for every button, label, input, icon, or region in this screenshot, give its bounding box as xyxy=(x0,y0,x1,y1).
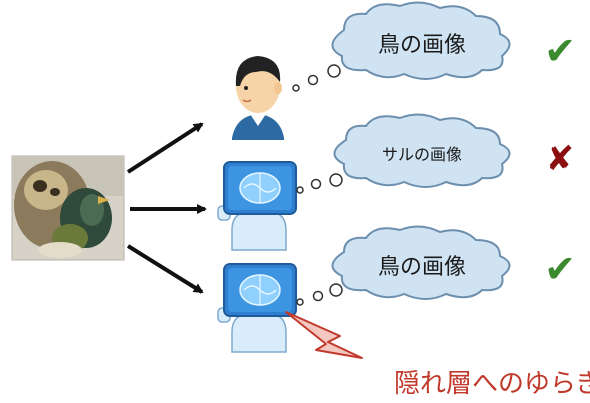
cross-mark-icon: ✘ xyxy=(546,139,575,179)
check-mark-icon-2: ✔ xyxy=(544,247,576,291)
bubble-text-3: 鳥の画像 xyxy=(378,255,466,280)
input-photo xyxy=(11,155,125,261)
thought-dots-1 xyxy=(292,64,341,92)
lightning-bolt-icon xyxy=(285,311,363,359)
bubble-text-1: 鳥の画像 xyxy=(378,33,466,58)
person-icon xyxy=(232,56,284,140)
thought-bubble-3: 鳥の画像 xyxy=(331,225,511,300)
perturbation-caption: 隠れ層へのゆらぎ xyxy=(394,369,590,399)
arrow-to-human xyxy=(126,122,204,174)
check-mark-icon-1: ✔ xyxy=(544,29,576,73)
ai-robot-icon xyxy=(217,161,297,251)
ai-robot-perturbed-icon xyxy=(217,263,297,353)
bubble-text-2: サルの画像 xyxy=(382,145,462,164)
thought-dots-3 xyxy=(296,283,343,306)
thought-bubble-2: サルの画像 xyxy=(333,113,511,188)
thought-bubble-1: 鳥の画像 xyxy=(331,1,511,80)
thought-dots-2 xyxy=(296,173,343,194)
arrow-to-perturbed-ai xyxy=(126,244,204,294)
